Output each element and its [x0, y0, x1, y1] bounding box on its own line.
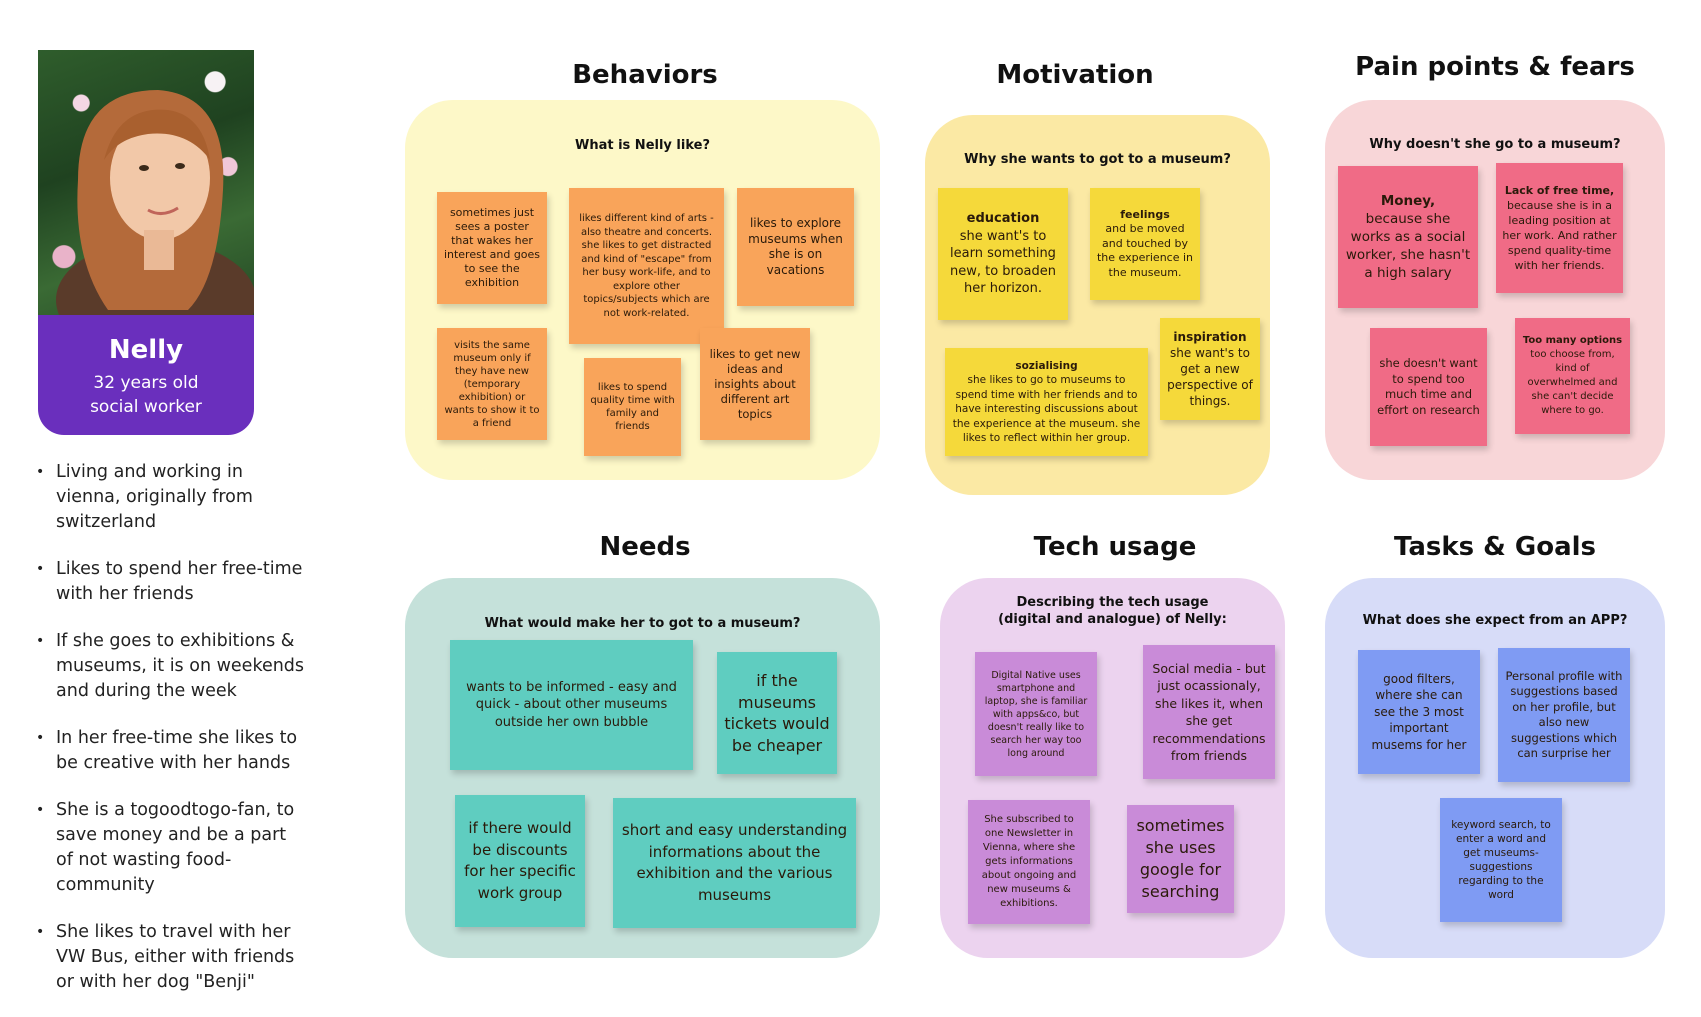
needs-question: What would make her to got to a museum?: [484, 616, 801, 631]
persona-fact: Living and working in vienna, originally…: [36, 460, 306, 535]
sticky-note: likes different kind of arts - also thea…: [569, 188, 724, 344]
sticky-note: wants to be informed - easy and quick - …: [450, 640, 693, 770]
sticky-note: sozialising she likes to go to museums t…: [945, 348, 1148, 456]
motivation-title: Motivation: [996, 60, 1154, 90]
sticky-note: inspiration she want's to get a new pers…: [1160, 318, 1260, 420]
portrait-illustration: [56, 90, 254, 315]
tasks-title: Tasks & Goals: [1393, 532, 1597, 562]
pain-question: Why doesn't she go to a museum?: [1369, 137, 1621, 152]
sticky-note: if the museums tickets would be cheaper: [717, 652, 837, 774]
sticky-note: Social media - but just ocassionaly, she…: [1143, 645, 1275, 779]
sticky-note: Lack of free time, because she is in a l…: [1496, 163, 1623, 293]
sticky-note: education she want's to learn something …: [938, 188, 1068, 320]
persona-info: Nelly 32 years old social worker: [38, 315, 254, 435]
sticky-note: likes to spend quality time with family …: [584, 358, 681, 456]
sticky-note: likes to get new ideas and insights abou…: [700, 328, 810, 440]
sticky-note: if there would be discounts for her spec…: [455, 795, 585, 927]
persona-job: social worker: [90, 397, 202, 417]
sticky-note: Personal profile with suggestions based …: [1498, 648, 1630, 782]
sticky-note: she doesn't want to spend too much time …: [1370, 328, 1487, 446]
sticky-note: short and easy understanding information…: [613, 798, 856, 928]
sticky-note: keyword search, to enter a word and get …: [1440, 798, 1562, 922]
tasks-question: What does she expect from an APP?: [1362, 613, 1628, 628]
needs-title: Needs: [599, 532, 691, 562]
sticky-note: likes to explore museums when she is on …: [737, 188, 854, 306]
sticky-note: good filters, where she can see the 3 mo…: [1358, 650, 1480, 774]
persona-photo: [38, 50, 254, 315]
persona-fact: Likes to spend her free-time with her fr…: [36, 557, 306, 607]
tech-question: Describing the tech usage (digital and a…: [998, 595, 1227, 627]
pain-title: Pain points & fears: [1355, 52, 1635, 82]
behaviors-question: What is Nelly like?: [574, 138, 710, 153]
behaviors-title: Behaviors: [572, 60, 718, 90]
sticky-note: sometimes she uses google for searching: [1127, 805, 1234, 913]
sticky-note: visits the same museum only if they have…: [437, 328, 547, 440]
sticky-note: Digital Native uses smartphone and lapto…: [975, 652, 1097, 776]
tech-title: Tech usage: [1033, 532, 1197, 562]
persona-fact: If she goes to exhibitions & museums, it…: [36, 629, 306, 704]
persona-name: Nelly: [108, 335, 184, 365]
persona-fact: She is a togoodtogo-fan, to save money a…: [36, 798, 306, 898]
persona-fact: In her free-time she likes to be creativ…: [36, 726, 306, 776]
sticky-note: Too many options too choose from, kind o…: [1515, 318, 1630, 434]
persona-card: Nelly 32 years old social worker: [38, 50, 254, 435]
sticky-note: sometimes just sees a poster that wakes …: [437, 192, 547, 304]
sticky-note: feelings and be moved and touched by the…: [1090, 188, 1200, 300]
persona-facts-list: Living and working in vienna, originally…: [36, 460, 306, 1017]
sticky-note: Money, because she works as a social wor…: [1338, 166, 1478, 308]
persona-fact: She likes to travel with her VW Bus, eit…: [36, 920, 306, 995]
persona-age: 32 years old: [93, 373, 199, 393]
sticky-note: She subscribed to one Newsletter in Vien…: [968, 800, 1090, 924]
motivation-question: Why she wants to got to a museum?: [964, 152, 1231, 167]
